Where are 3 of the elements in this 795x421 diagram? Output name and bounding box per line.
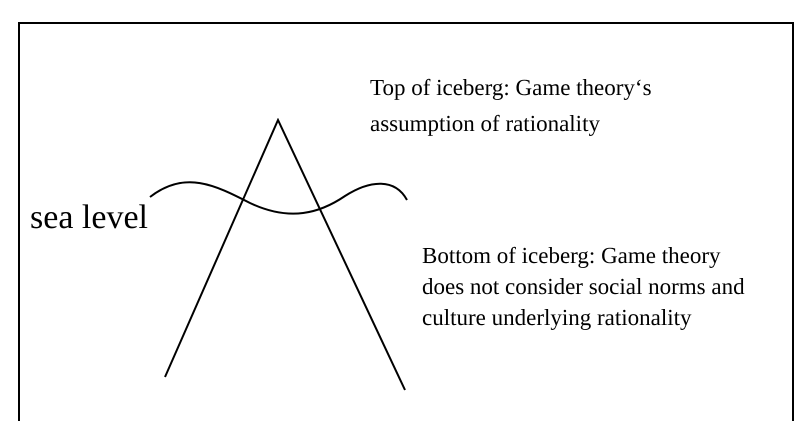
- annotation-text: Bottom of iceberg: Game theory does not consider social norms and culture underlying rationality: [422, 242, 746, 332]
- annotation-text: Top of iceberg: Game theory‘s assumption of rationality: [370, 74, 653, 138]
- water-label: sea level: [30, 198, 148, 238]
